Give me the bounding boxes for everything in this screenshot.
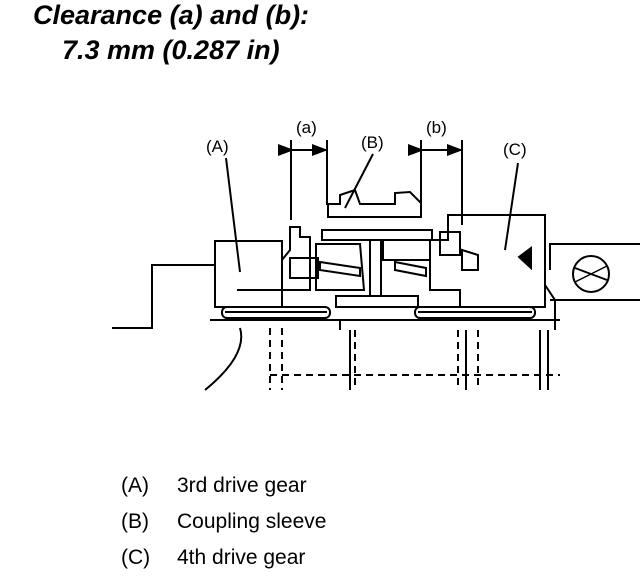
needle-bearing	[210, 300, 560, 330]
leader-line-b	[344, 153, 374, 209]
gear-clearance-diagram: (a) (b) (A) (B) (C)	[112, 118, 640, 391]
mainshaft	[270, 330, 560, 390]
leader-line-c	[504, 162, 519, 251]
legend-text-a: 3rd drive gear	[177, 474, 307, 497]
legend-key-c: (C)	[121, 546, 151, 569]
caption-line-1: Clearance (a) and (b):	[33, 0, 310, 30]
legend-text-b: Coupling sleeve	[177, 510, 327, 533]
dimension-a: (a)	[278, 118, 328, 220]
left-housing	[112, 240, 283, 391]
leader-line-a	[225, 157, 241, 273]
dimension-a-label: (a)	[296, 118, 317, 137]
figure-caption: Clearance (a) and (b): 7.3 mm (0.287 in)	[0, 0, 640, 80]
label-a-3rd-gear: (A)	[206, 137, 229, 156]
legend-row-b: (B) Coupling sleeve	[121, 510, 421, 540]
caption-line-2: 7.3 mm (0.287 in)	[62, 35, 280, 65]
legend-key-a: (A)	[121, 474, 149, 497]
right-housing	[549, 243, 640, 301]
label-b-coupling-sleeve: (B)	[361, 133, 384, 152]
label-c-4th-gear: (C)	[503, 140, 527, 159]
legend-key-b: (B)	[121, 510, 149, 533]
coupling-sleeve	[315, 188, 433, 308]
dimension-b: (b)	[408, 118, 463, 225]
legend-text-c: 4th drive gear	[177, 546, 306, 569]
dimension-b-label: (b)	[426, 118, 447, 137]
legend-row-c: (C) 4th drive gear	[121, 546, 421, 576]
fourth-drive-gear	[429, 214, 556, 308]
third-drive-gear	[214, 226, 319, 308]
legend-row-a: (A) 3rd drive gear	[121, 474, 421, 504]
